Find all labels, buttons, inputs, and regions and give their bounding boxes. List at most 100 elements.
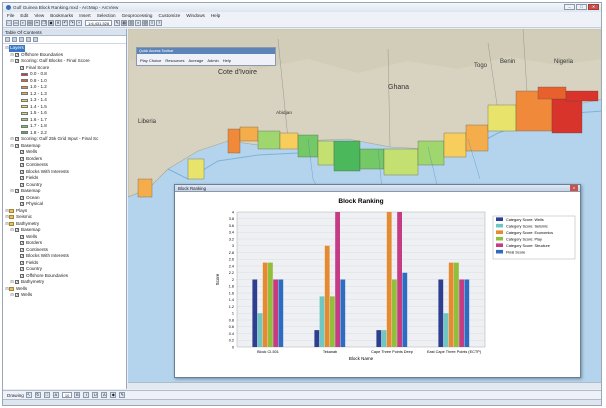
map-scale-input[interactable]: 1:6,431,528 bbox=[85, 20, 113, 26]
editor-icon[interactable]: ✎ bbox=[114, 20, 121, 26]
expand-toggle-icon[interactable]: ⊟ bbox=[5, 285, 9, 291]
toc-layer-item[interactable]: 1.3 - 1.4 bbox=[5, 97, 126, 104]
cut-icon[interactable]: ✂ bbox=[34, 20, 40, 26]
rotate-icon[interactable]: ↻ bbox=[34, 392, 41, 398]
menu-view[interactable]: View bbox=[34, 13, 45, 18]
menu-help[interactable]: Help bbox=[210, 13, 221, 18]
symbol-swatch[interactable] bbox=[21, 98, 28, 102]
save-icon[interactable]: ▪ bbox=[20, 20, 26, 26]
font-size-select[interactable]: 10 bbox=[61, 392, 73, 398]
list-by-drawing-order-icon[interactable] bbox=[5, 37, 10, 42]
toc-layer-item[interactable]: ✓Wells bbox=[5, 234, 126, 241]
layer-visibility-checkbox[interactable]: ✓ bbox=[20, 241, 25, 246]
expand-toggle-icon[interactable]: ⊟ bbox=[10, 58, 14, 63]
print-icon[interactable]: ▤ bbox=[27, 20, 33, 26]
toc-layer-item[interactable]: 1.0 - 1.2 bbox=[5, 84, 126, 91]
symbol-swatch[interactable] bbox=[21, 111, 28, 115]
drawing-menu[interactable]: Drawing bbox=[7, 392, 24, 398]
play-choice-button[interactable]: Play Choice bbox=[140, 57, 162, 63]
symbol-swatch[interactable] bbox=[21, 85, 28, 89]
open-icon[interactable]: ▭ bbox=[13, 20, 19, 26]
expand-toggle-icon[interactable]: ⊟ bbox=[5, 214, 9, 219]
redo-icon[interactable]: ↷ bbox=[69, 20, 75, 26]
expand-toggle-icon[interactable]: ⊟ bbox=[10, 51, 14, 57]
toc-layer-item[interactable]: ✓Wells bbox=[5, 149, 126, 156]
menu-bookmarks[interactable]: Bookmarks bbox=[50, 13, 74, 18]
pointer-icon[interactable]: ↖ bbox=[25, 392, 32, 398]
layer-visibility-checkbox[interactable]: ✓ bbox=[20, 273, 25, 278]
layer-visibility-checkbox[interactable]: ✓ bbox=[20, 260, 25, 265]
symbol-swatch[interactable] bbox=[21, 92, 28, 96]
symbol-swatch[interactable] bbox=[21, 118, 28, 122]
symbol-swatch[interactable] bbox=[21, 105, 28, 109]
toc-layer-item[interactable]: ✓Country bbox=[5, 266, 126, 273]
toc-layer-item[interactable]: ✓Physical bbox=[5, 201, 126, 208]
minimize-button[interactable]: – bbox=[564, 4, 575, 10]
expand-toggle-icon[interactable]: ⊟ bbox=[5, 220, 9, 226]
maximize-button[interactable]: □ bbox=[576, 4, 587, 10]
toc-layer-item[interactable]: ⊟✓Scoring: Gulf Blocks - Final Score bbox=[5, 58, 126, 65]
expand-toggle-icon[interactable]: ⊟ bbox=[10, 279, 14, 284]
map-canvas[interactable] bbox=[128, 29, 602, 383]
menu-file[interactable]: File bbox=[7, 13, 15, 18]
bold-icon[interactable]: B bbox=[74, 392, 81, 398]
add-data-icon[interactable]: + bbox=[76, 20, 82, 26]
symbol-swatch[interactable] bbox=[21, 131, 28, 135]
arctoolbox-icon[interactable]: ▧ bbox=[142, 20, 149, 26]
table-icon[interactable]: ▦ bbox=[121, 20, 128, 26]
list-by-visibility-icon[interactable] bbox=[19, 37, 24, 42]
layer-visibility-checkbox[interactable]: ✓ bbox=[15, 137, 20, 142]
text-icon[interactable]: A bbox=[52, 392, 59, 398]
menu-selection[interactable]: Selection bbox=[96, 13, 116, 18]
toc-layer-item[interactable]: ⊟Seismic bbox=[5, 214, 126, 221]
layer-visibility-checkbox[interactable]: ✓ bbox=[15, 143, 20, 148]
list-by-source-icon[interactable] bbox=[12, 37, 17, 42]
symbol-swatch[interactable] bbox=[21, 72, 28, 76]
layer-visibility-checkbox[interactable]: ✓ bbox=[20, 202, 25, 207]
resources-button[interactable]: Resources bbox=[165, 57, 185, 63]
python-icon[interactable]: ≡ bbox=[149, 20, 156, 26]
layer-visibility-checkbox[interactable]: ✓ bbox=[15, 280, 20, 285]
toc-layer-item[interactable]: ✓Fields bbox=[5, 175, 126, 182]
toc-layer-item[interactable]: ✓Blocks With Interests bbox=[5, 169, 126, 176]
symbol-swatch[interactable] bbox=[21, 124, 28, 128]
toc-layer-item[interactable]: ⊟✓Basemap bbox=[5, 227, 126, 234]
toc-layer-item[interactable]: ⊟✓Basemap bbox=[5, 188, 126, 195]
toc-layer-item[interactable]: ⊟Layers bbox=[5, 45, 126, 52]
toc-layer-item[interactable]: 1.7 - 1.8 bbox=[5, 123, 126, 130]
layer-visibility-checkbox[interactable]: ✓ bbox=[20, 176, 25, 181]
list-by-selection-icon[interactable] bbox=[26, 37, 31, 42]
toc-layer-item[interactable]: ⊟✓Basemap bbox=[5, 143, 126, 150]
toc-layer-item[interactable]: ✓Continents bbox=[5, 162, 126, 169]
toc-layer-item[interactable]: ✓Fields bbox=[5, 260, 126, 267]
catalog-icon[interactable]: ▥ bbox=[128, 20, 135, 26]
copy-icon[interactable]: ❐ bbox=[41, 20, 47, 26]
expand-toggle-icon[interactable]: ⊟ bbox=[5, 45, 9, 50]
delete-icon[interactable]: ✕ bbox=[55, 20, 61, 26]
layer-visibility-checkbox[interactable]: ✓ bbox=[15, 52, 20, 57]
layer-visibility-checkbox[interactable]: ✓ bbox=[20, 234, 25, 239]
symbol-swatch[interactable] bbox=[21, 79, 28, 83]
search-icon[interactable]: ⌕ bbox=[135, 20, 142, 26]
layer-visibility-checkbox[interactable]: ✓ bbox=[15, 293, 20, 298]
close-button[interactable]: ✕ bbox=[588, 4, 599, 10]
toc-layer-item[interactable]: 1.8 - 2.2 bbox=[5, 130, 126, 137]
toc-layer-item[interactable]: ⊟✓Offshore Boundaries bbox=[5, 52, 126, 59]
rectangle-icon[interactable]: □ bbox=[43, 392, 50, 398]
expand-toggle-icon[interactable]: ⊟ bbox=[10, 142, 14, 148]
layer-visibility-checkbox[interactable]: ✓ bbox=[20, 247, 25, 252]
toc-layer-item[interactable]: 0.0 - 0.8 bbox=[5, 71, 126, 78]
expand-toggle-icon[interactable]: ⊟ bbox=[5, 207, 9, 213]
layer-visibility-checkbox[interactable]: ✓ bbox=[15, 59, 20, 64]
options-icon[interactable] bbox=[33, 37, 38, 42]
toc-layer-item[interactable]: ✓Borders bbox=[5, 240, 126, 247]
expand-toggle-icon[interactable]: ⊟ bbox=[10, 227, 14, 232]
map-view-controls[interactable] bbox=[128, 382, 601, 389]
toc-layer-item[interactable]: ⊟✓Bathymetry bbox=[5, 279, 126, 286]
toc-layer-item[interactable]: 1.4 - 1.5 bbox=[5, 104, 126, 111]
toc-layer-item[interactable]: ✓Final Score bbox=[5, 65, 126, 72]
italic-icon[interactable]: I bbox=[83, 392, 90, 398]
block-polygons[interactable] bbox=[137, 86, 599, 198]
toc-layer-item[interactable]: 1.5 - 1.6 bbox=[5, 110, 126, 117]
layer-visibility-checkbox[interactable]: ✓ bbox=[20, 156, 25, 161]
